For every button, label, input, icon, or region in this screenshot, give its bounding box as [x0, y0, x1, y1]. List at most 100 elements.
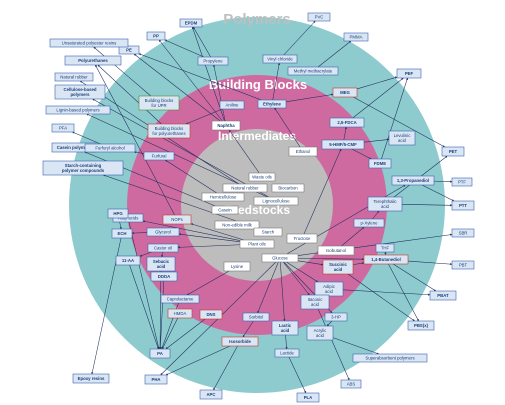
node-label: 1,3-Propanediol	[397, 178, 429, 183]
node-fdca: 2,5-FDCA	[329, 117, 365, 128]
node-label: HMDA	[174, 311, 187, 316]
node-label: Isosorbide	[229, 339, 251, 344]
node-label: PBAT	[437, 293, 449, 298]
node-box	[287, 66, 339, 76]
node-hmda: HMDA	[167, 308, 193, 319]
node-label: PP	[153, 34, 159, 39]
feedstocks-label: Feedstocks	[224, 203, 290, 217]
node-pa: PA	[149, 348, 171, 359]
node-vinyl: Vinyl chloride	[262, 54, 298, 64]
node-pbat: PBAT	[429, 290, 457, 301]
node-label: Levulinic	[394, 133, 412, 138]
node-box	[160, 294, 200, 304]
node-label: Methyl methacrylate	[294, 69, 333, 74]
arrow-pdo-to-ptf	[433, 180, 453, 183]
node-box	[388, 130, 416, 146]
node-label: 3-HP	[331, 315, 341, 320]
node-label: Glycerol	[155, 230, 171, 235]
node-label: Caprolactame	[167, 297, 194, 302]
arrow-furfural-to-furfuryl	[134, 151, 145, 154]
node-propylene: Propylene	[197, 56, 229, 66]
arrow-naphtha-to-propylene	[213, 64, 226, 122]
node-pbs: PBS(x)	[407, 320, 435, 331]
node-box	[115, 255, 141, 266]
arrow-ethanol-to-ethylene	[274, 107, 301, 148]
node-pha: PHA	[144, 374, 168, 385]
node-box	[144, 374, 168, 385]
node-label: Hemicellulose	[210, 195, 237, 200]
node-box	[138, 95, 180, 111]
arrow-sorbitol-to-isosorb	[242, 320, 254, 338]
node-label: PTF	[458, 180, 466, 185]
node-box	[451, 228, 475, 238]
node-box	[111, 228, 133, 239]
node-label: Castor oil	[154, 246, 172, 251]
node-glycerol: Glycerol	[146, 227, 180, 237]
arrow-ethylene-to-vinyl	[272, 62, 281, 101]
node-box	[261, 253, 299, 263]
node-label: Starch-containing	[65, 163, 102, 168]
node-meg: MEG	[332, 87, 358, 98]
node-box	[307, 12, 331, 22]
arrow-glucose-to-sorbitol	[257, 261, 279, 314]
node-label: for UPR	[151, 103, 166, 108]
arrow-plantoils-to-glycerol	[178, 233, 241, 243]
arrow-pdo-to-ptt	[421, 184, 455, 202]
node-box	[221, 336, 259, 347]
node-label: DDDA	[158, 274, 170, 279]
node-label: Lysine	[231, 264, 244, 269]
node-label: acid	[398, 138, 406, 143]
node-box	[211, 205, 239, 215]
node-casein: Casein	[211, 205, 239, 215]
node-box	[451, 177, 473, 187]
node-box	[271, 320, 299, 336]
node-box	[300, 294, 330, 310]
node-label: Natural rubber	[231, 186, 259, 191]
arrow-glucose-to-bdo	[297, 257, 365, 261]
node-label: Waste oils	[252, 175, 272, 180]
node-label: polymer compounds	[62, 168, 105, 173]
node-pla: PLA	[296, 392, 320, 403]
arrow-naphtha-to-epdm	[191, 26, 225, 122]
arrow-plantoils-to-fatty	[142, 220, 241, 241]
node-biocarb: Biocarbon	[271, 183, 305, 193]
arrow-itacon-to-abs	[317, 308, 350, 381]
arrow-meg-to-pef	[356, 76, 398, 90]
node-pfa: PFA	[51, 123, 75, 133]
node-box	[262, 54, 298, 64]
node-box	[64, 55, 122, 66]
node-fdme: FDME	[368, 158, 392, 169]
node-label: Non-edible milk	[222, 223, 252, 228]
arrow-propylene-to-epdm	[193, 26, 211, 58]
node-furfural: Furfural	[143, 151, 175, 161]
arrow-ddda-to-pa	[159, 280, 165, 350]
node-box	[147, 243, 179, 253]
node-label: p-Xylene	[361, 221, 379, 226]
node-label: PBT	[459, 263, 468, 268]
node-label: Furfuryl alcohol	[95, 146, 124, 151]
node-box	[214, 220, 260, 230]
node-aa11: 11-AA	[115, 255, 141, 266]
node-naphtha: Naphtha	[211, 120, 241, 131]
node-box	[321, 139, 365, 150]
node-abs: ABS	[340, 379, 362, 389]
node-box	[167, 308, 193, 319]
node-box	[274, 348, 300, 358]
node-box	[54, 72, 94, 82]
node-label: acid	[381, 204, 389, 209]
node-isosorb: Isosorbide	[221, 336, 259, 347]
node-box	[368, 158, 392, 169]
node-sorbitol: Sorbitol	[242, 312, 270, 322]
node-box	[375, 243, 395, 253]
node-box	[343, 32, 369, 42]
node-box	[363, 254, 409, 265]
node-box	[322, 259, 354, 275]
arrow-bbpu-to-polyurethanes	[97, 64, 162, 125]
node-box	[451, 260, 475, 270]
node-label: acid	[157, 264, 166, 269]
